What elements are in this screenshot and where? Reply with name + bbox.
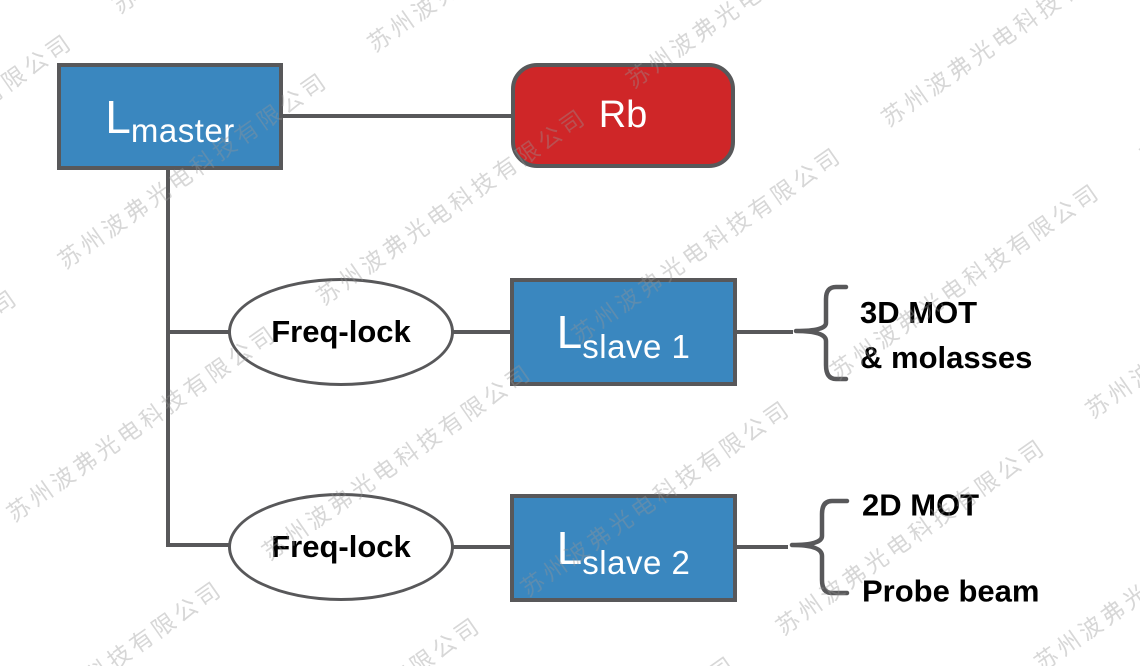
master-laser-subscript: master [130,112,235,149]
connector-slave2-to-brace [735,545,788,549]
node-freq-lock-1: Freq-lock [228,278,454,386]
connector-master-to-rb [283,114,511,118]
node-rb-cell: Rb [511,63,735,168]
connector-branch-freqlock2 [166,543,230,547]
rb-cell-label: Rb [598,94,648,136]
output-3d-mot: 3D MOT [860,295,978,330]
slave2-laser-subscript: slave 2 [582,543,691,581]
output-probe-beam: Probe beam [862,573,1040,609]
connector-slave1-to-brace [735,330,793,334]
output-molasses: & molasses [860,340,1033,375]
connector-master-trunk [166,170,170,547]
output-2d-mot: 2D MOT [862,487,980,523]
split-brace-icon [789,498,850,596]
slave1-laser-subscript: slave 1 [582,327,691,365]
slave1-laser-symbol: L [556,306,583,358]
connector-branch-freqlock1 [166,330,230,334]
split-brace-icon [793,284,849,382]
connector-freqlock1-to-slave1 [452,330,512,334]
master-laser-symbol: L [105,90,131,143]
output-label-slave1: 3D MOT & molasses [860,290,1032,380]
freq-lock-2-label: Freq-lock [271,529,411,564]
freq-lock-1-label: Freq-lock [271,314,411,349]
node-freq-lock-2: Freq-lock [228,493,454,601]
connector-freqlock2-to-slave2 [452,545,512,549]
slave2-laser-symbol: L [556,522,583,574]
